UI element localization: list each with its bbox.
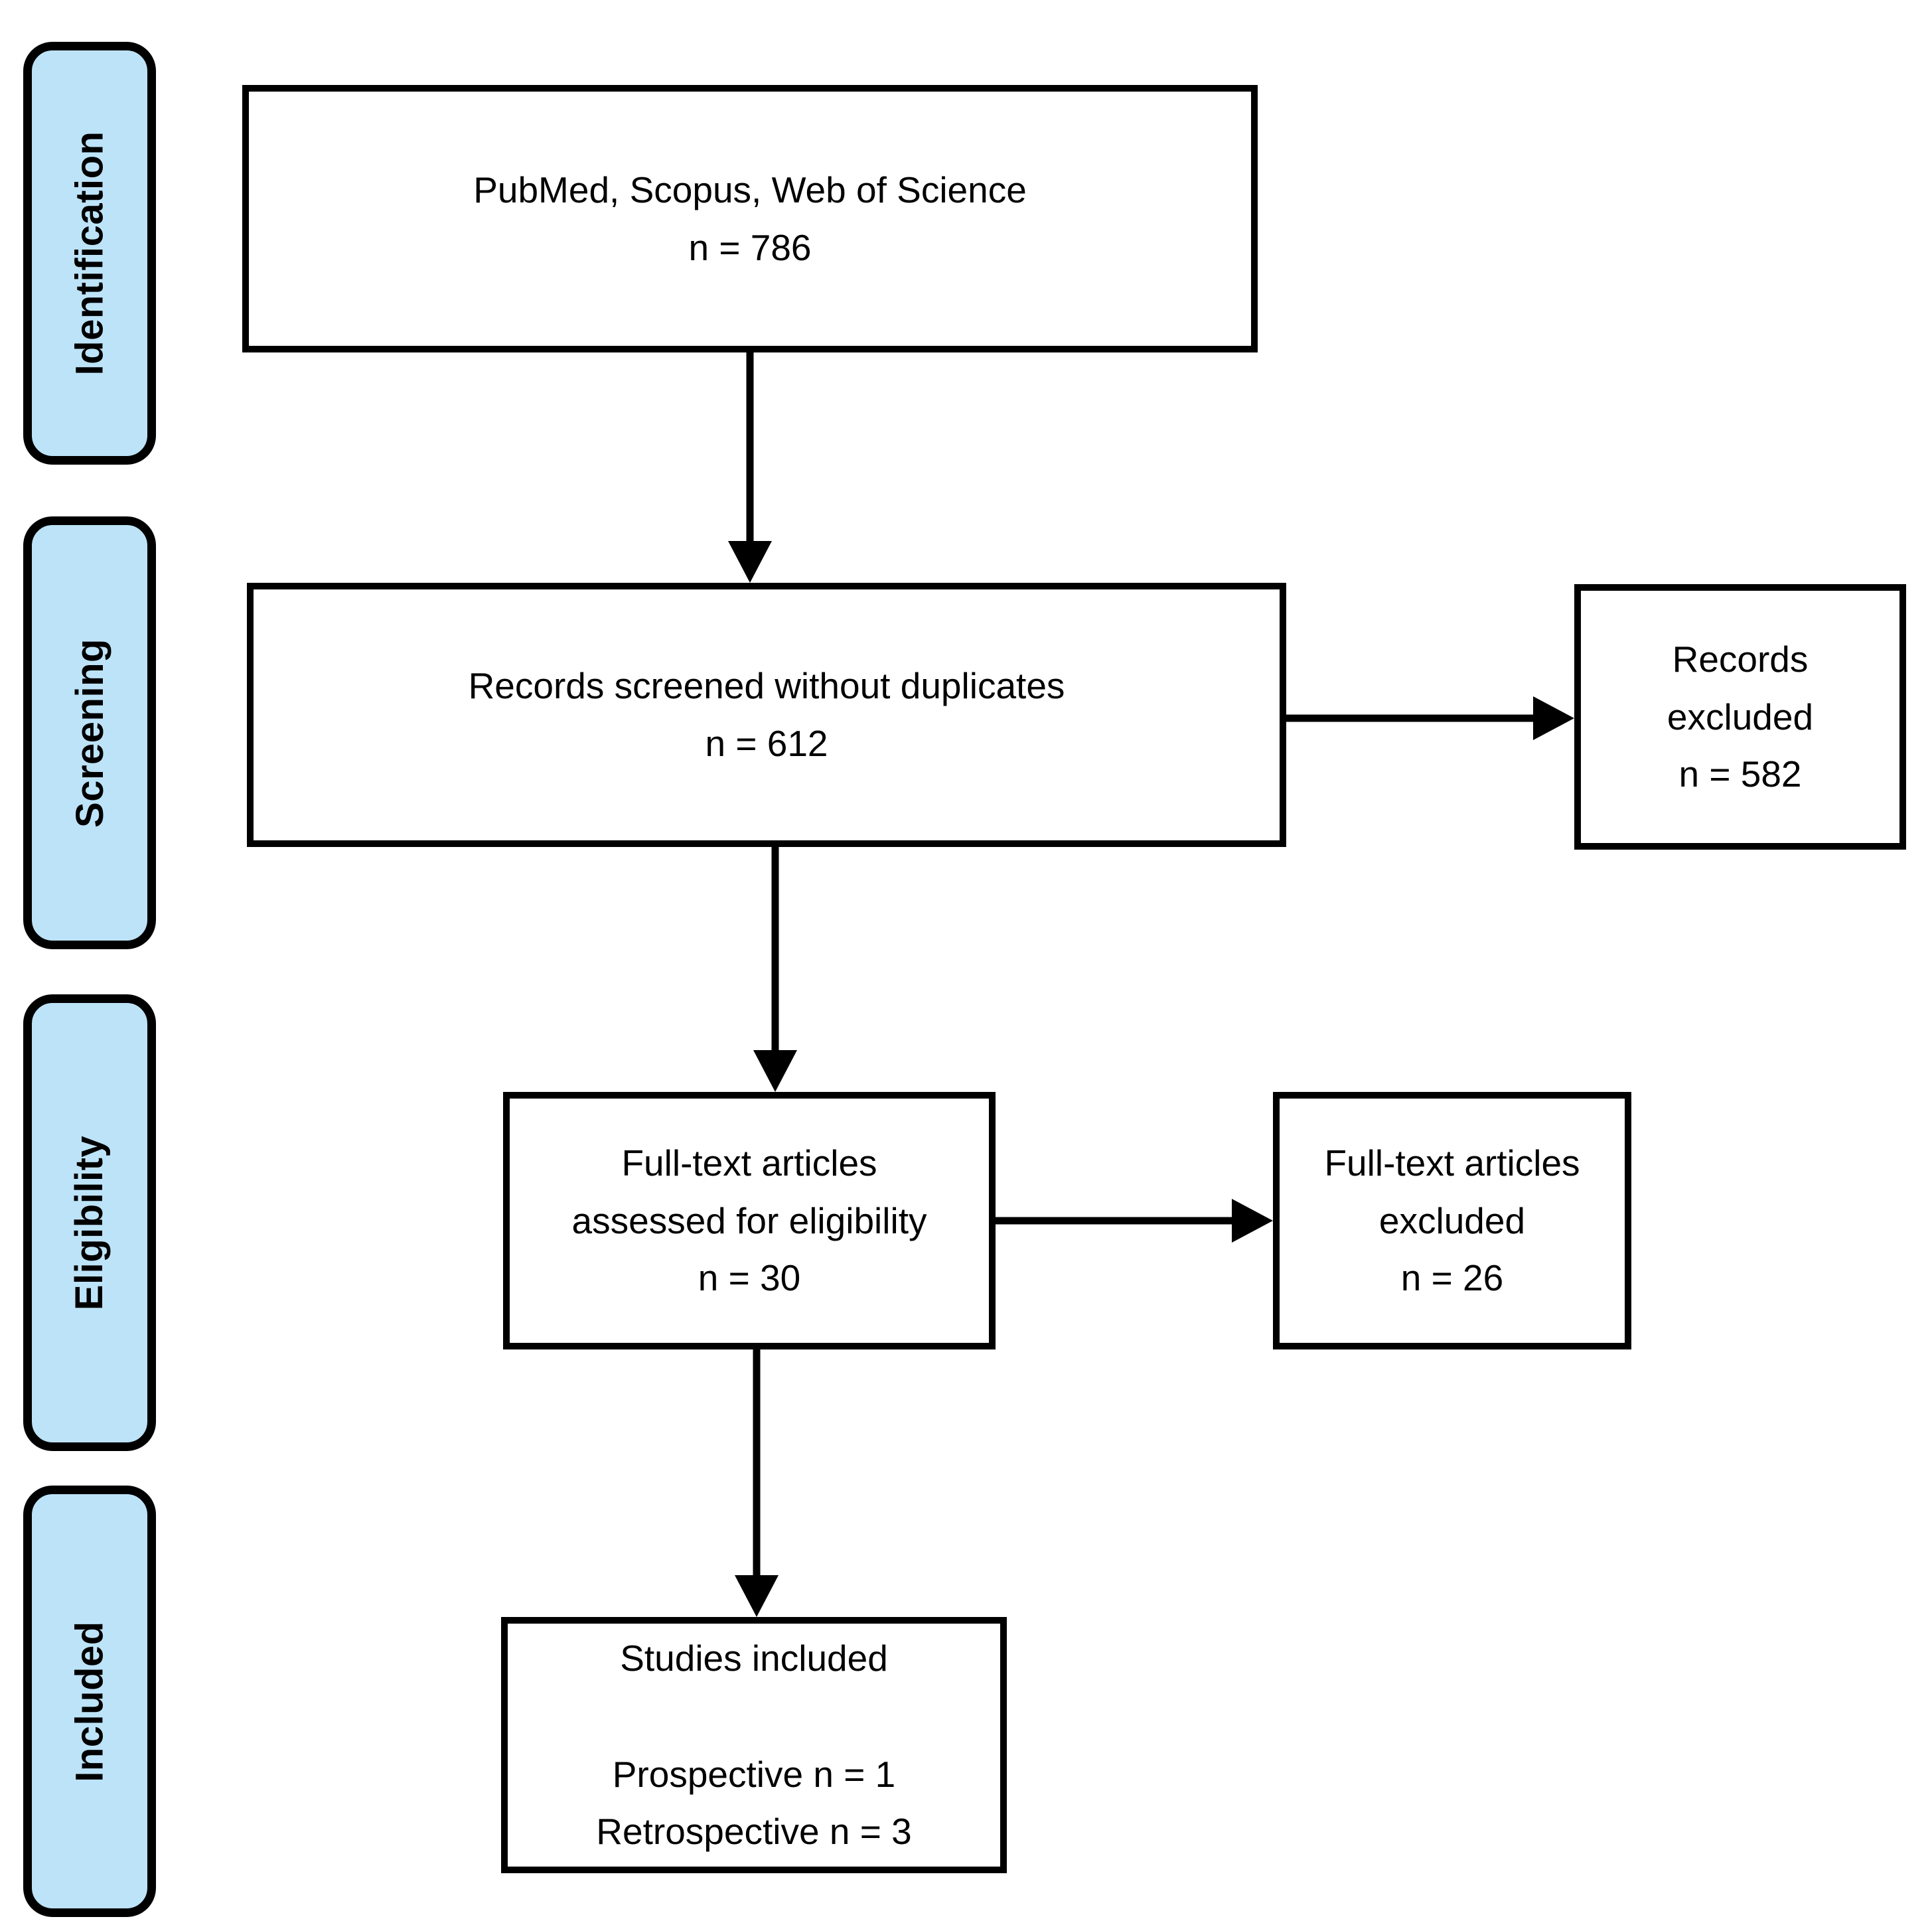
box-records-excluded-text-2: excluded [1667, 696, 1814, 737]
box-records-excluded-count: n = 582 [1678, 753, 1802, 795]
arrow-fulltext-to-included [735, 1349, 779, 1617]
box-studies-included-prospective: Prospective n = 1 [612, 1753, 896, 1795]
box-records-screened-count: n = 612 [705, 723, 828, 764]
stage-screening: Screening [23, 516, 156, 949]
stage-eligibility-label: Eligibility [68, 1135, 111, 1310]
arrow-sources-to-screened [728, 352, 772, 583]
box-fulltext-assessed-count: n = 30 [698, 1257, 801, 1299]
stage-screening-label: Screening [68, 638, 111, 828]
box-fulltext-excluded-text-2: excluded [1378, 1199, 1526, 1241]
box-records-screened-text: Records screened without duplicates [468, 665, 1065, 707]
arrow-screened-to-fulltext [753, 847, 797, 1092]
box-studies-included-title: Studies included [620, 1637, 888, 1679]
box-fulltext-assessed-text-2: assessed for eligibility [571, 1199, 927, 1241]
box-studies-included: Studies included Prospective n = 1 Retro… [501, 1617, 1007, 1873]
box-studies-included-retrospective: Retrospective n = 3 [596, 1811, 912, 1853]
box-records-excluded-text-1: Records [1672, 638, 1809, 680]
box-fulltext-excluded-count: n = 26 [1400, 1257, 1504, 1299]
stage-eligibility: Eligibility [23, 994, 156, 1451]
box-fulltext-excluded: Full-text articles excluded n = 26 [1273, 1092, 1631, 1349]
stage-identification-label: Identification [68, 131, 111, 376]
arrow-fulltext-to-fulltext-excluded [996, 1199, 1273, 1243]
arrow-screened-to-records-excluded [1286, 696, 1574, 740]
box-records-excluded: Records excluded n = 582 [1574, 584, 1906, 850]
stage-included-label: Included [68, 1620, 111, 1782]
box-database-sources: PubMed, Scopus, Web of Science n = 786 [242, 85, 1258, 352]
box-fulltext-assessed: Full-text articles assessed for eligibil… [503, 1092, 996, 1349]
box-database-sources-count: n = 786 [688, 226, 812, 268]
box-records-screened: Records screened without duplicates n = … [247, 583, 1286, 847]
box-fulltext-excluded-text-1: Full-text articles [1324, 1142, 1580, 1184]
box-fulltext-assessed-text-1: Full-text articles [621, 1142, 877, 1184]
box-database-sources-text: PubMed, Scopus, Web of Science [473, 169, 1027, 210]
stage-included: Included [23, 1486, 156, 1917]
stage-identification: Identification [23, 42, 156, 465]
